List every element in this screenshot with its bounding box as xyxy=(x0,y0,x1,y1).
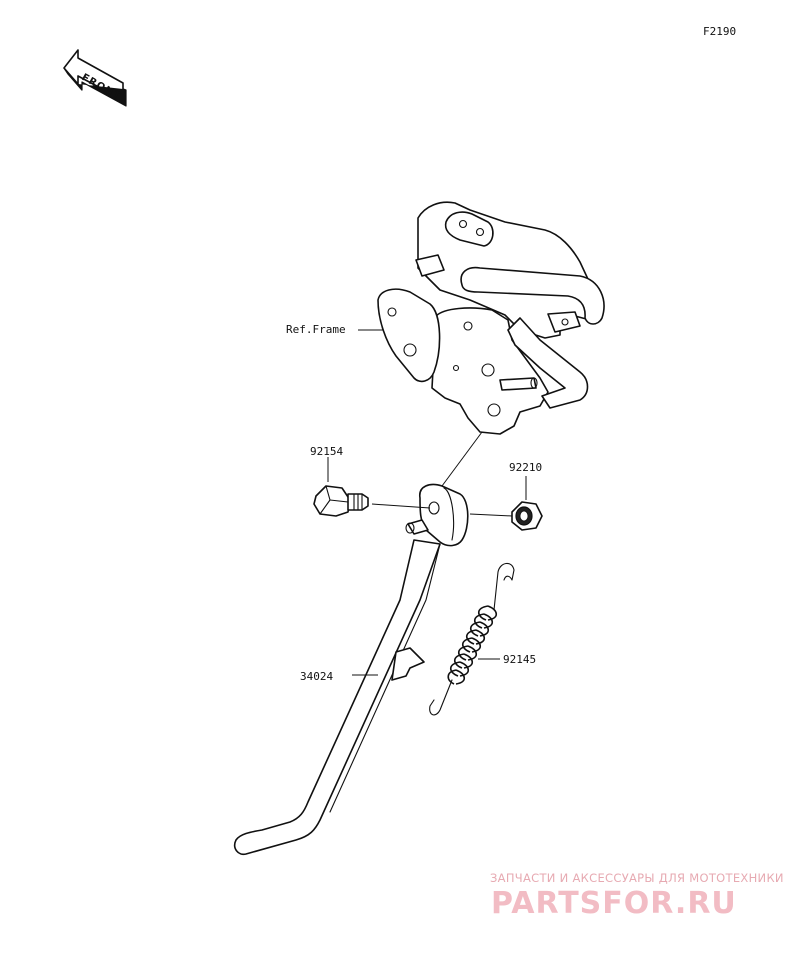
front-arrow-icon: FRONT xyxy=(63,49,127,107)
part-number-92210: 92210 xyxy=(509,461,542,474)
nut-92210 xyxy=(511,501,543,531)
leader-lines xyxy=(327,329,527,676)
watermark-logo: PARTSFOR.RU xyxy=(491,886,737,921)
part-number-92154: 92154 xyxy=(310,445,343,458)
part-number-34024: 34024 xyxy=(300,670,333,683)
spring-92145 xyxy=(429,562,515,716)
figure-code: F2190 xyxy=(703,25,736,38)
bolt-92154 xyxy=(313,485,369,517)
watermark-tagline: ЗАПЧАСТИ И АКСЕССУАРЫ ДЛЯ МОТОТЕХНИКИ xyxy=(490,871,784,885)
frame-bracket xyxy=(377,201,605,435)
watermark: ЗАПЧАСТИ И АКСЕССУАРЫ ДЛЯ МОТОТЕХНИКИ PA… xyxy=(490,871,784,921)
side-stand-34024 xyxy=(233,519,441,856)
ref-frame-label: Ref.Frame xyxy=(286,323,346,336)
side-stand-pivot xyxy=(419,483,469,547)
part-number-92145: 92145 xyxy=(503,653,536,666)
